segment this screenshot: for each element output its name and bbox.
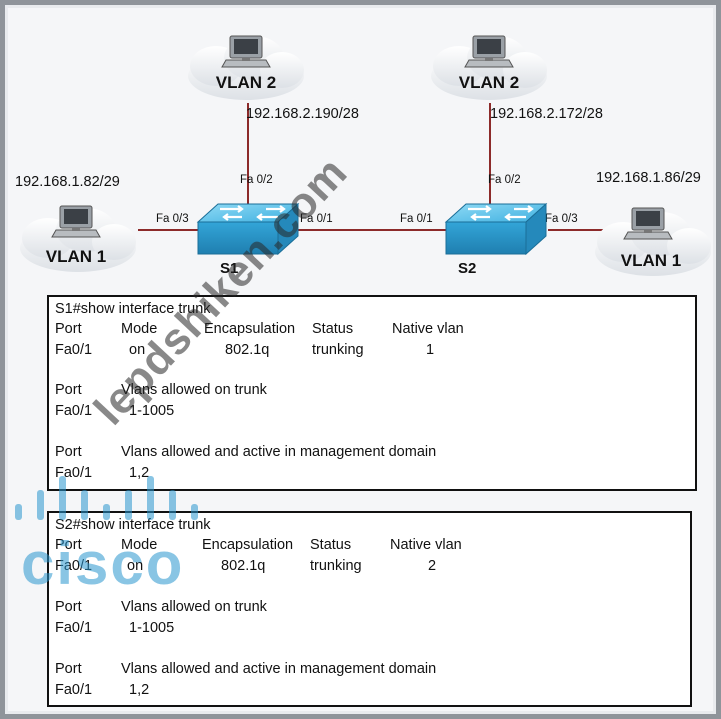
- port-label-s1-trunk: Fa 0/1: [300, 213, 333, 225]
- allowed-port-header: Port: [55, 599, 82, 615]
- col-status: Status: [310, 537, 352, 553]
- allowed-header: Vlans allowed on trunk: [121, 599, 267, 615]
- active-header: Vlans allowed and active in management d…: [121, 661, 437, 677]
- vlan-label: VLAN 1: [46, 247, 106, 266]
- row-native-vlan: 1: [426, 342, 435, 358]
- row-encapsulation: 802.1q: [225, 342, 270, 358]
- col-encapsulation: Encapsulation: [204, 321, 296, 337]
- vlan-label: VLAN 1: [621, 251, 681, 270]
- active-port-header: Port: [55, 444, 82, 460]
- port-label: Fa 0/2: [240, 174, 273, 186]
- row-status: trunking: [310, 558, 362, 574]
- cli-command: S2#show interface trunk: [55, 517, 211, 533]
- col-mode: Mode: [121, 537, 158, 553]
- pc-left: VLAN 1: [20, 205, 136, 272]
- row-mode: on: [129, 342, 146, 358]
- switch-s1: [196, 202, 300, 256]
- switch-label: S2: [458, 260, 476, 277]
- s2-trunk-output: S2#show interface trunk Port Mode Encaps…: [47, 511, 692, 707]
- pc-top-left: VLAN 2: [188, 35, 304, 100]
- active-port: Fa0/1: [55, 682, 93, 698]
- ip-label: 192.168.1.86/29: [596, 170, 701, 186]
- port-label: Fa 0/2: [488, 174, 521, 186]
- row-port: Fa0/1: [55, 342, 93, 358]
- active-port: Fa0/1: [55, 465, 93, 481]
- allowed-port-header: Port: [55, 382, 82, 398]
- col-mode: Mode: [121, 321, 158, 337]
- active-port-header: Port: [55, 661, 82, 677]
- row-native-vlan: 2: [428, 558, 437, 574]
- col-encapsulation: Encapsulation: [202, 537, 294, 553]
- cli-command: S1#show interface trunk: [55, 301, 211, 317]
- active-value: 1,2: [129, 682, 150, 698]
- active-value: 1,2: [129, 465, 150, 481]
- allowed-port: Fa0/1: [55, 403, 93, 419]
- col-port: Port: [55, 321, 82, 337]
- row-status: trunking: [312, 342, 364, 358]
- allowed-value: 1-1005: [129, 620, 175, 636]
- col-status: Status: [312, 321, 354, 337]
- allowed-port: Fa0/1: [55, 620, 93, 636]
- diagram-frame: VLAN 2 192.168.2.190/28 Fa 0/2 VLAN 2 19…: [5, 5, 716, 714]
- col-port: Port: [55, 537, 82, 553]
- allowed-header: Vlans allowed on trunk: [121, 382, 267, 398]
- vlan-label: VLAN 2: [216, 73, 276, 92]
- active-header: Vlans allowed and active in management d…: [121, 444, 437, 460]
- row-encapsulation: 802.1q: [221, 558, 266, 574]
- col-native-vlan: Native vlan: [392, 321, 464, 337]
- ip-label: 192.168.2.190/28: [246, 106, 359, 122]
- row-mode: on: [127, 558, 144, 574]
- vlan-label: VLAN 2: [459, 73, 519, 92]
- pc-right: VLAN 1: [595, 207, 711, 276]
- network-topology: VLAN 2 192.168.2.190/28 Fa 0/2 VLAN 2 19…: [15, 35, 711, 277]
- s1-trunk-output: S1#show interface trunk Port Mode Encaps…: [47, 295, 697, 491]
- switch-s2: [444, 202, 548, 256]
- ip-label: 192.168.2.172/28: [490, 106, 603, 122]
- row-port: Fa0/1: [55, 558, 93, 574]
- port-label-s2-trunk: Fa 0/1: [400, 213, 433, 225]
- switch-label: S1: [220, 260, 238, 277]
- links: [138, 103, 603, 231]
- ip-label: 192.168.1.82/29: [15, 174, 120, 190]
- col-native-vlan: Native vlan: [390, 537, 462, 553]
- pc-top-right: VLAN 2: [431, 35, 547, 100]
- port-label: Fa 0/3: [545, 213, 578, 225]
- allowed-value: 1-1005: [129, 403, 175, 419]
- port-label: Fa 0/3: [156, 213, 189, 225]
